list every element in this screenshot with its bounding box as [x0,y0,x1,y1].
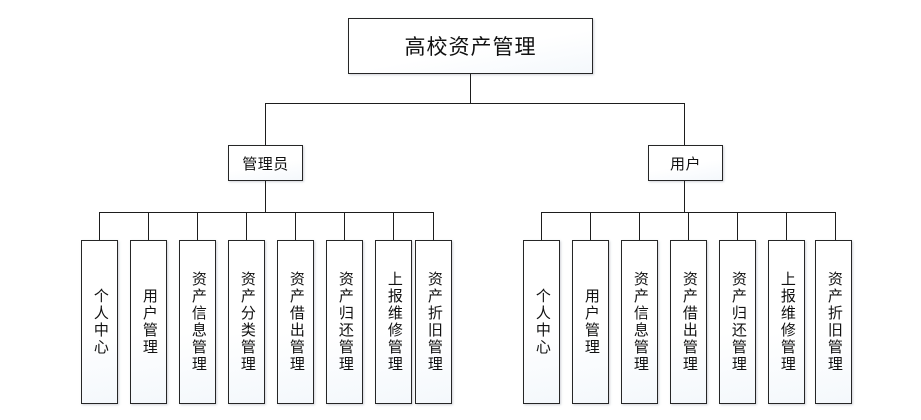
node-leaf-admin-7-label: 上报维修管理 [385,271,402,373]
connector-user-drop-1 [541,212,542,240]
node-leaf-admin-5[interactable]: 资产借出管理 [277,240,314,404]
connector-user-drop-6 [786,212,787,240]
connector-admin-drop-1 [99,212,100,240]
connector-admin-drop-2 [148,212,149,240]
node-leaf-admin-4[interactable]: 资产分类管理 [228,240,265,404]
node-leaf-user-1[interactable]: 个人中心 [523,240,560,404]
node-leaf-user-2-label: 用户管理 [582,288,599,356]
connector-user-drop-3 [639,212,640,240]
node-leaf-admin-3[interactable]: 资产信息管理 [179,240,216,404]
connector-user-drop-2 [590,212,591,240]
node-leaf-user-7-label: 资产折旧管理 [825,271,842,373]
node-leaf-admin-7[interactable]: 上报维修管理 [375,240,412,404]
node-branch-admin-label: 管理员 [242,156,289,173]
node-leaf-admin-2[interactable]: 用户管理 [130,240,167,404]
connector-user-drop-5 [737,212,738,240]
node-leaf-user-5-label: 资产归还管理 [729,271,746,373]
connector-admin-drop-8 [433,212,434,240]
node-leaf-user-3-label: 资产信息管理 [631,271,648,373]
node-leaf-admin-6-label: 资产归还管理 [336,271,353,373]
node-branch-user-label: 用户 [669,156,701,173]
connector-root-to-admin [265,103,266,145]
connector-user-stem [684,181,685,212]
connector-root-stem [470,74,471,103]
node-root-label: 高校资产管理 [404,35,537,59]
connector-admin-drop-5 [295,212,296,240]
connector-admin-drop-7 [393,212,394,240]
node-leaf-admin-8[interactable]: 资产折旧管理 [415,240,452,404]
node-leaf-user-1-label: 个人中心 [533,288,550,356]
connector-admin-bus [99,212,433,213]
node-leaf-user-6[interactable]: 上报维修管理 [768,240,805,404]
connector-user-drop-4 [688,212,689,240]
connector-admin-drop-4 [246,212,247,240]
connector-root-bus [265,103,684,104]
node-root[interactable]: 高校资产管理 [348,18,593,74]
node-leaf-user-2[interactable]: 用户管理 [572,240,609,404]
node-leaf-admin-1-label: 个人中心 [91,288,108,356]
connector-admin-drop-6 [344,212,345,240]
node-leaf-admin-2-label: 用户管理 [140,288,157,356]
node-leaf-user-5[interactable]: 资产归还管理 [719,240,756,404]
node-branch-admin[interactable]: 管理员 [228,145,303,181]
node-leaf-admin-5-label: 资产借出管理 [287,271,304,373]
connector-root-to-user [684,103,685,145]
node-leaf-admin-8-label: 资产折旧管理 [425,271,442,373]
node-leaf-user-4-label: 资产借出管理 [680,271,697,373]
node-leaf-admin-6[interactable]: 资产归还管理 [326,240,363,404]
node-leaf-admin-4-label: 资产分类管理 [238,271,255,373]
node-branch-user[interactable]: 用户 [648,145,723,181]
connector-user-drop-7 [835,212,836,240]
connector-admin-drop-3 [197,212,198,240]
node-leaf-user-4[interactable]: 资产借出管理 [670,240,707,404]
node-leaf-admin-1[interactable]: 个人中心 [81,240,118,404]
node-leaf-user-7[interactable]: 资产折旧管理 [815,240,852,404]
node-leaf-user-3[interactable]: 资产信息管理 [621,240,658,404]
node-leaf-user-6-label: 上报维修管理 [778,271,795,373]
connector-admin-stem [265,181,266,212]
node-leaf-admin-3-label: 资产信息管理 [189,271,206,373]
